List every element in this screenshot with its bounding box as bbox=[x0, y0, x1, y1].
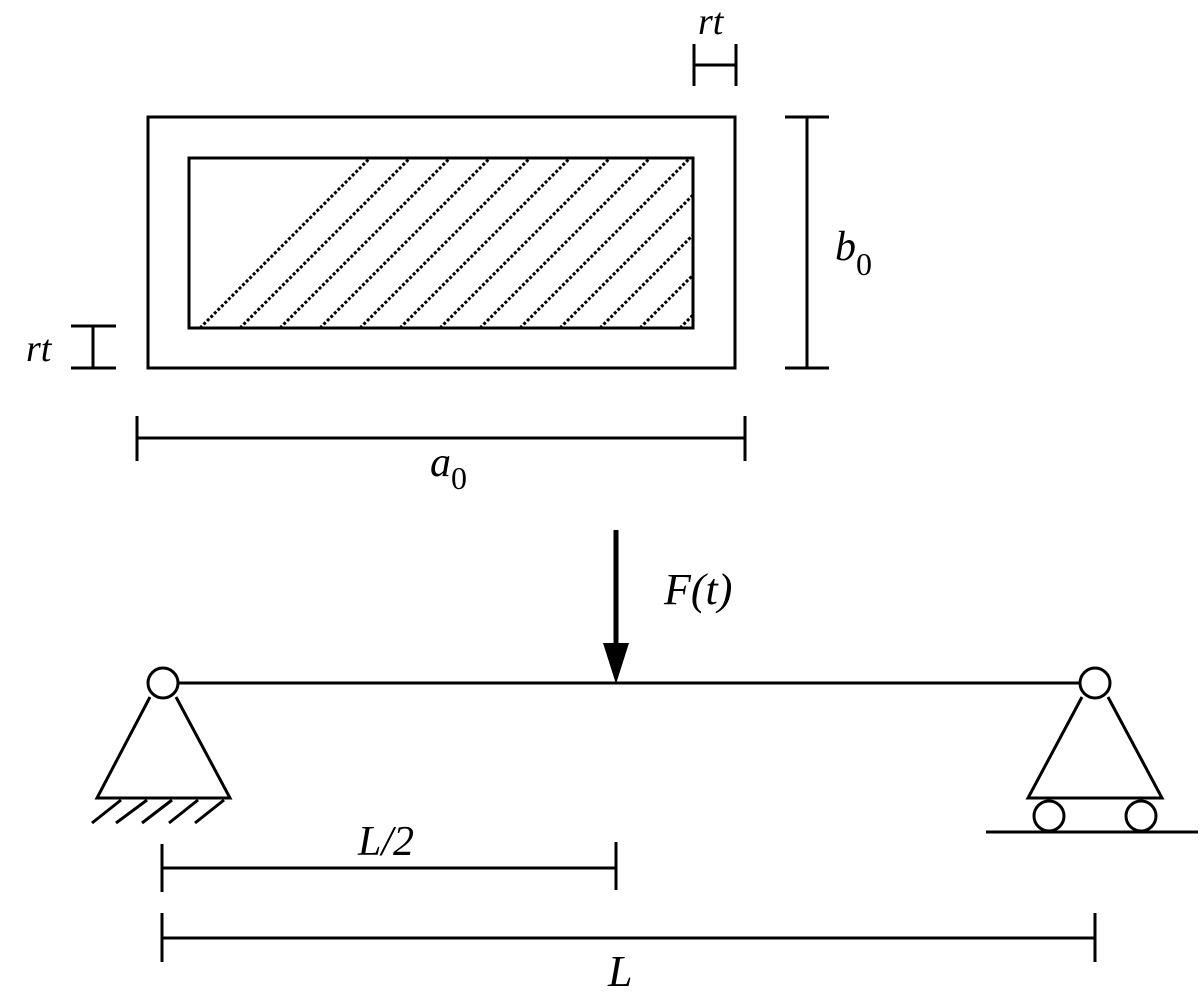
half-span-dimension: L/2 bbox=[160, 819, 618, 892]
cross-section bbox=[146, 115, 1060, 370]
hatch-line bbox=[358, 158, 533, 328]
rt-left-dimension: rt bbox=[26, 324, 116, 370]
hatch-line bbox=[800, 148, 980, 328]
roller-right bbox=[1124, 799, 1158, 833]
span-label: L bbox=[607, 947, 632, 992]
hatch-line bbox=[278, 158, 453, 328]
a0-dimension: a0 bbox=[135, 416, 747, 496]
arrow-head-icon bbox=[603, 643, 629, 684]
hatch-line bbox=[638, 272, 693, 328]
hatch-line bbox=[318, 158, 493, 328]
hatch-line bbox=[840, 148, 1020, 328]
inner-section-rect bbox=[187, 156, 695, 330]
hatch-line bbox=[478, 158, 653, 328]
left-hinge bbox=[146, 666, 180, 700]
hatch-line bbox=[598, 232, 693, 328]
hatch-line bbox=[880, 148, 1060, 328]
hatch-line bbox=[678, 312, 693, 328]
force-label: F(t) bbox=[663, 565, 732, 614]
outer-section-rect bbox=[146, 115, 737, 370]
b0-label: b0 bbox=[835, 224, 872, 282]
rt-top-label: rt bbox=[698, 1, 725, 43]
roller-support bbox=[986, 666, 1198, 834]
hatch-line bbox=[238, 158, 413, 328]
hatch-line bbox=[438, 158, 613, 328]
roller-left bbox=[1032, 799, 1066, 833]
hatch-line bbox=[198, 158, 373, 328]
rt-top-dimension: rt bbox=[692, 1, 738, 86]
half-span-label: L/2 bbox=[357, 819, 414, 865]
hatching bbox=[198, 148, 1060, 328]
b0-dimension: b0 bbox=[785, 115, 872, 370]
hatch-line bbox=[518, 158, 693, 328]
hatch-line bbox=[398, 158, 573, 328]
rt-left-label: rt bbox=[26, 328, 53, 370]
a0-label: a0 bbox=[430, 440, 467, 496]
pin-support bbox=[91, 666, 233, 825]
force-arrow: F(t) bbox=[603, 530, 732, 684]
right-hinge bbox=[1078, 666, 1112, 700]
span-dimension: L bbox=[160, 913, 1097, 992]
hatch-line bbox=[720, 148, 900, 328]
hatch-line bbox=[558, 192, 693, 328]
